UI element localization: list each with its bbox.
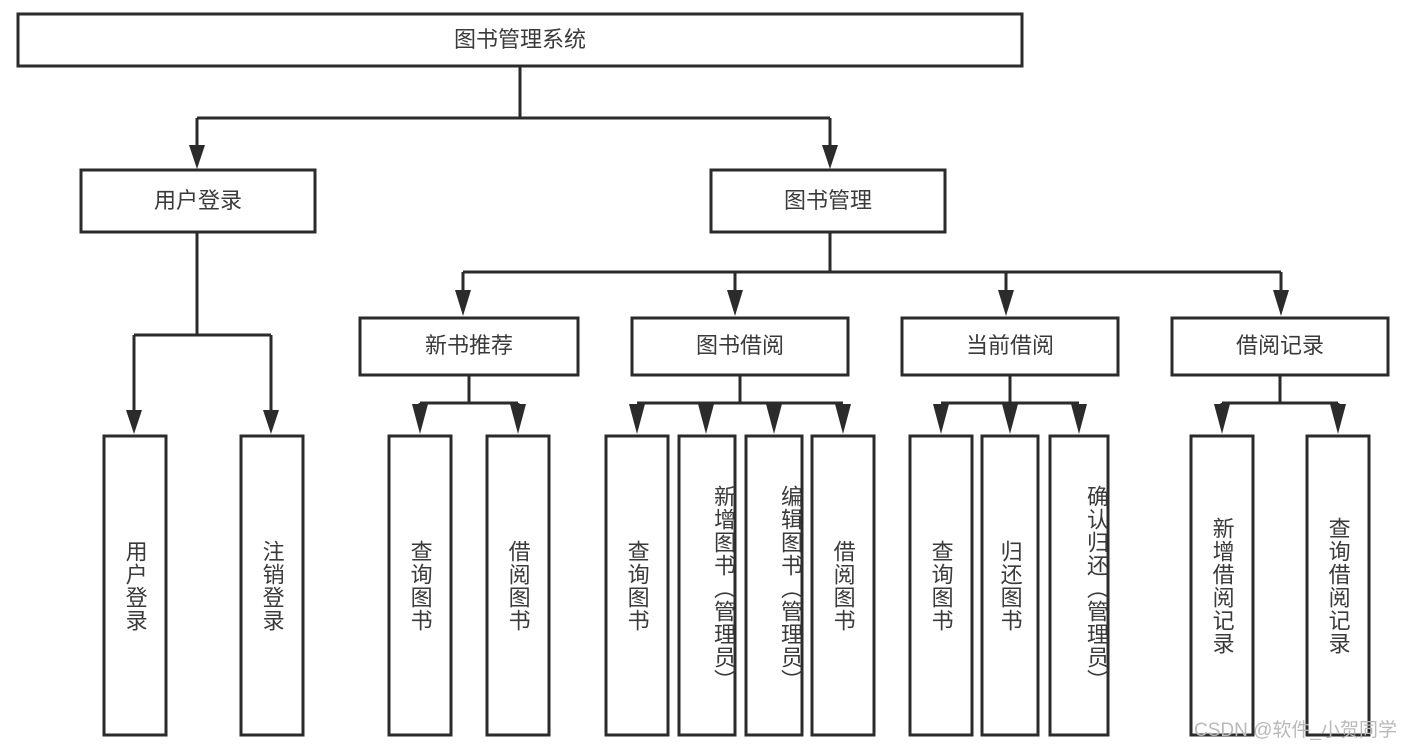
node-borrow-record-label: 借阅记录 [1236, 333, 1324, 358]
node-user-login-label: 用户登录 [154, 188, 242, 213]
leaf-box-record-1[interactable] [1189, 434, 1255, 737]
arrow-book-mgmt-c1 [455, 290, 471, 316]
leaf-box-borrow-1[interactable] [604, 434, 670, 737]
leaf-box-borrow-3[interactable] [744, 434, 804, 737]
leaf-box-current-3[interactable] [1048, 434, 1110, 737]
arrow-book-mgmt-c3 [998, 290, 1014, 316]
node-borrow-record[interactable]: 借阅记录 [1170, 316, 1390, 377]
node-current-borrow[interactable]: 当前借阅 [900, 316, 1120, 377]
node-book-management[interactable]: 图书管理 [709, 168, 947, 234]
node-root-box[interactable] [16, 12, 1024, 68]
leaf-box-record-2[interactable] [1305, 434, 1371, 737]
arrow-current-l3 [1071, 404, 1087, 434]
arrow-user-login-leaf2 [263, 410, 279, 434]
node-book-borrow-label: 图书借阅 [696, 333, 784, 358]
node-new-book-recommend[interactable]: 新书推荐 [358, 316, 580, 377]
leaf-box-current-1[interactable] [908, 434, 974, 737]
arrow-user-login-leaf1 [126, 410, 142, 434]
node-borrow-record-box[interactable] [1170, 316, 1390, 377]
arrow-borrow-l2 [698, 404, 714, 434]
leaf-box-borrow-2[interactable] [677, 434, 737, 737]
connector-layer [126, 66, 1346, 434]
arrow-borrow-l1 [629, 404, 645, 434]
leaf-box-recommend-1[interactable] [387, 434, 453, 737]
node-root[interactable]: 图书管理系统 [16, 12, 1024, 68]
arrow-record-l1 [1214, 404, 1230, 434]
node-user-login-box[interactable] [79, 168, 317, 234]
arrow-borrow-l3 [766, 404, 782, 434]
arrow-book-mgmt-c4 [1273, 290, 1289, 316]
leaf-box-borrow-4[interactable] [810, 434, 876, 737]
arrow-book-mgmt-c2 [727, 290, 743, 316]
arrow-record-l2 [1330, 404, 1346, 434]
arrow-recommend-l2 [510, 404, 526, 434]
node-new-book-recommend-box[interactable] [358, 316, 580, 377]
arrow-current-l1 [933, 404, 949, 434]
node-book-borrow[interactable]: 图书借阅 [630, 316, 850, 377]
node-user-login[interactable]: 用户登录 [79, 168, 317, 234]
node-book-management-box[interactable] [709, 168, 947, 234]
node-book-borrow-box[interactable] [630, 316, 850, 377]
node-current-borrow-label: 当前借阅 [966, 333, 1054, 358]
leaf-box-recommend-2[interactable] [485, 434, 551, 737]
watermark-text: CSDN @软件_小贺同学 [1194, 720, 1397, 741]
node-book-management-label: 图书管理 [784, 188, 872, 213]
node-root-label: 图书管理系统 [454, 27, 586, 52]
node-current-borrow-box[interactable] [900, 316, 1120, 377]
arrow-root-to-book-mgmt [822, 145, 838, 169]
arrow-root-to-user-login [189, 145, 205, 169]
leaf-box-user-login-1[interactable] [102, 434, 168, 737]
arrow-borrow-l4 [835, 404, 851, 434]
leaf-box-user-login-2[interactable] [239, 434, 305, 737]
leaf-box-current-2[interactable] [980, 434, 1040, 737]
node-new-book-recommend-label: 新书推荐 [425, 333, 513, 358]
arrow-recommend-l1 [412, 404, 428, 434]
arrow-current-l2 [1002, 404, 1018, 434]
